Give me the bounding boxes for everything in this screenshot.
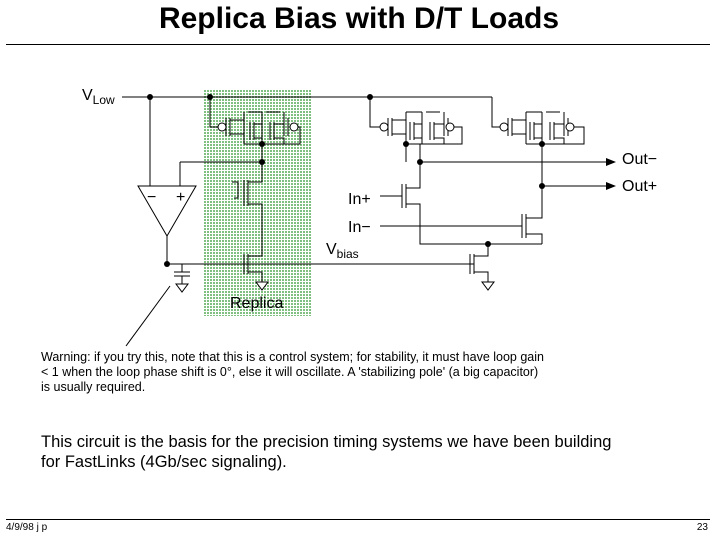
warning-pointer bbox=[125, 285, 171, 347]
vlow-label: VLow bbox=[82, 87, 115, 107]
basis-line: This circuit is the basis for the precis… bbox=[41, 433, 612, 451]
ground-icon bbox=[255, 281, 269, 291]
op-amp bbox=[137, 185, 197, 237]
basis-line: for FastLinks (4Gb/sec signaling). bbox=[41, 453, 287, 471]
opamp-plus-label: + bbox=[176, 189, 185, 206]
opamp-minus-label: − bbox=[147, 189, 156, 206]
arrow-out-plus-icon bbox=[606, 182, 616, 190]
footer-date: 4/9/98 j p bbox=[6, 522, 48, 533]
out-minus-line bbox=[419, 144, 606, 163]
vbias-label: Vbias bbox=[326, 241, 359, 261]
basis-statement: This circuit is the basis for the precis… bbox=[41, 432, 701, 472]
footer-rule bbox=[6, 519, 710, 520]
ground-icon bbox=[481, 281, 495, 291]
warning-line: is usually required. bbox=[41, 380, 146, 394]
slide-title: Replica Bias with D/T Loads bbox=[158, 2, 560, 35]
replica-label: Replica bbox=[230, 295, 283, 312]
page-number: 23 bbox=[696, 522, 708, 533]
in-minus-label: In− bbox=[348, 219, 371, 236]
warning-line: Warning: if you try this, note that this… bbox=[41, 350, 544, 364]
out-plus-label: Out+ bbox=[622, 178, 657, 195]
ground-icon bbox=[175, 283, 189, 293]
out-plus-line bbox=[541, 144, 606, 187]
arrow-out-minus-icon bbox=[606, 158, 616, 166]
out-minus-label: Out− bbox=[622, 151, 657, 168]
warning-line: < 1 when the loop phase shift is 0°, els… bbox=[41, 365, 539, 379]
title-rule bbox=[6, 44, 710, 45]
warning-note: Warning: if you try this, note that this… bbox=[41, 350, 661, 395]
in-plus-label: In+ bbox=[348, 191, 371, 208]
